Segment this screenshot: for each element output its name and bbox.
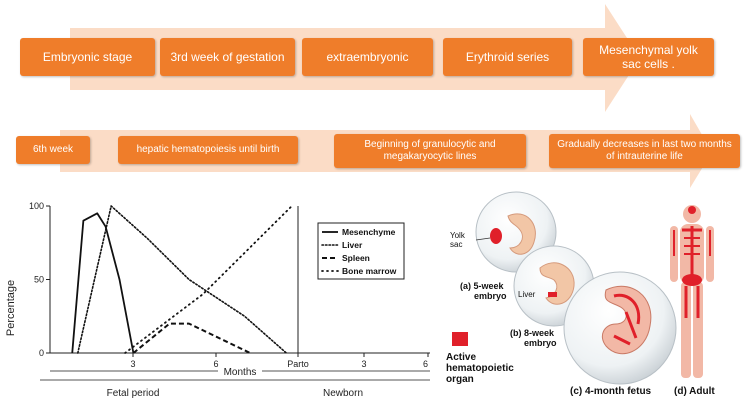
stage-6th-week: 6th week — [16, 136, 90, 164]
stage-granulocytic: Beginning of granulocytic and megakaryoc… — [334, 134, 526, 168]
stage-extraembryonic: extraembryonic — [302, 38, 433, 76]
embryo-5-week-icon — [507, 213, 536, 255]
series-line-bone-marrow — [124, 205, 293, 354]
y-tick-label: 100 — [29, 201, 44, 211]
x-tick-label: 3 — [130, 359, 135, 369]
liver-icon — [548, 292, 557, 297]
stage-decrease: Gradually decreases in last two months o… — [549, 134, 740, 168]
y-tick-label: 50 — [34, 275, 44, 285]
series-line-spleen — [132, 322, 251, 354]
x-tick-label: 6 — [213, 359, 218, 369]
stage-3rd-week: 3rd week of gestation — [160, 38, 295, 76]
yolk-sac-icon — [490, 228, 502, 244]
hematopoiesis-chart: Percentage 0 50 100 3 6 Parto 3 6 Months Fetal… — [5, 201, 430, 399]
legend-label: Spleen — [342, 253, 370, 263]
stage-c-label: (c) 4-month fetus — [570, 386, 652, 397]
active-organ-legend-icon — [452, 332, 468, 346]
months-label: Months — [224, 367, 257, 378]
stage-hepatic: hepatic hematopoiesis until birth — [118, 136, 298, 164]
timeline-row-2: 6th week hepatic hematopoiesis until bir… — [0, 110, 746, 192]
stage-erythroid: Erythroid series — [443, 38, 572, 76]
stage-embryonic: Embryonic stage — [20, 38, 155, 76]
stage-mesenchymal: Mesenchymal yolk sac cells . — [583, 38, 714, 76]
timeline-row-1: Embryonic stage 3rd week of gestation ex… — [0, 0, 746, 120]
x-tick-label: Parto — [287, 359, 309, 369]
embryo-8-week-icon — [539, 262, 575, 305]
series-line-liver — [77, 205, 288, 354]
stage-d-label: (d) Adult — [674, 386, 715, 397]
legend-label: Liver — [342, 240, 363, 250]
fetus-red-bone — [613, 293, 641, 346]
period-fetal: Fetal period — [107, 388, 160, 399]
y-tick-label: 0 — [39, 348, 44, 358]
legend-label: Mesenchyme — [342, 227, 396, 237]
liver-label: Liver — [518, 290, 536, 299]
x-tick-label: 3 — [361, 359, 366, 369]
x-tick-label: 6 — [423, 359, 428, 369]
legend-label: Bone marrow — [342, 266, 397, 276]
yolk-sac-pointer — [475, 237, 491, 241]
adult-figure — [670, 205, 714, 378]
series-line-mesenchyme — [71, 212, 135, 354]
y-axis-label: Percentage — [5, 280, 17, 336]
period-newborn: Newborn — [323, 388, 363, 399]
